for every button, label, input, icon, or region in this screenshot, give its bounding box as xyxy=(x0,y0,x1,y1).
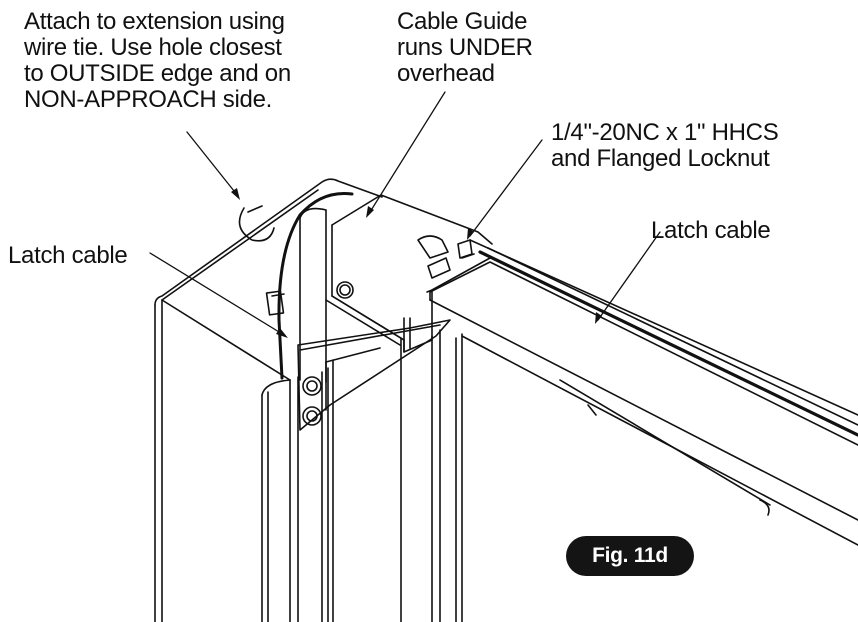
bracket xyxy=(297,319,451,431)
overhead-arm xyxy=(429,239,858,546)
callout-attach-line-3: to OUTSIDE edge and on xyxy=(24,60,291,87)
callout-latch-cable-right: Latch cable xyxy=(651,217,771,244)
leader-lines xyxy=(149,91,661,336)
callout-hardware-line-1: 1/4"-20NC x 1" HHCS xyxy=(551,119,779,146)
callout-guide-line-1: Cable Guide xyxy=(397,8,528,35)
callout-guide-line-2: runs UNDER xyxy=(397,34,533,61)
extension-plate xyxy=(299,207,463,622)
callout-attach-wire-tie: Attach to extension using wire tie. Use … xyxy=(24,9,291,113)
cable-clip xyxy=(265,290,285,316)
latch-cable-arm xyxy=(478,250,858,437)
wire-tie xyxy=(238,205,275,242)
figure-label-badge: Fig. 11d xyxy=(566,536,694,576)
arrowheads xyxy=(231,188,602,338)
latch-cable-loop xyxy=(277,191,354,380)
callout-hardware-line-2: and Flanged Locknut xyxy=(551,145,770,172)
callout-latch-cable-left: Latch cable xyxy=(8,242,128,269)
upright-post xyxy=(154,178,383,622)
callout-cable-guide: Cable Guide runs UNDER overhead xyxy=(397,9,533,87)
cable-guide-plate xyxy=(325,194,493,353)
bolt-locknut xyxy=(417,235,475,279)
callout-hardware: 1/4"-20NC x 1" HHCS and Flanged Locknut xyxy=(551,119,779,172)
callout-attach-line-4: NON-APPROACH side. xyxy=(24,86,272,113)
callout-attach-line-1: Attach to extension using xyxy=(24,8,285,35)
callout-guide-line-3: overhead xyxy=(397,60,495,87)
callout-attach-line-2: wire tie. Use hole closest xyxy=(24,34,282,61)
